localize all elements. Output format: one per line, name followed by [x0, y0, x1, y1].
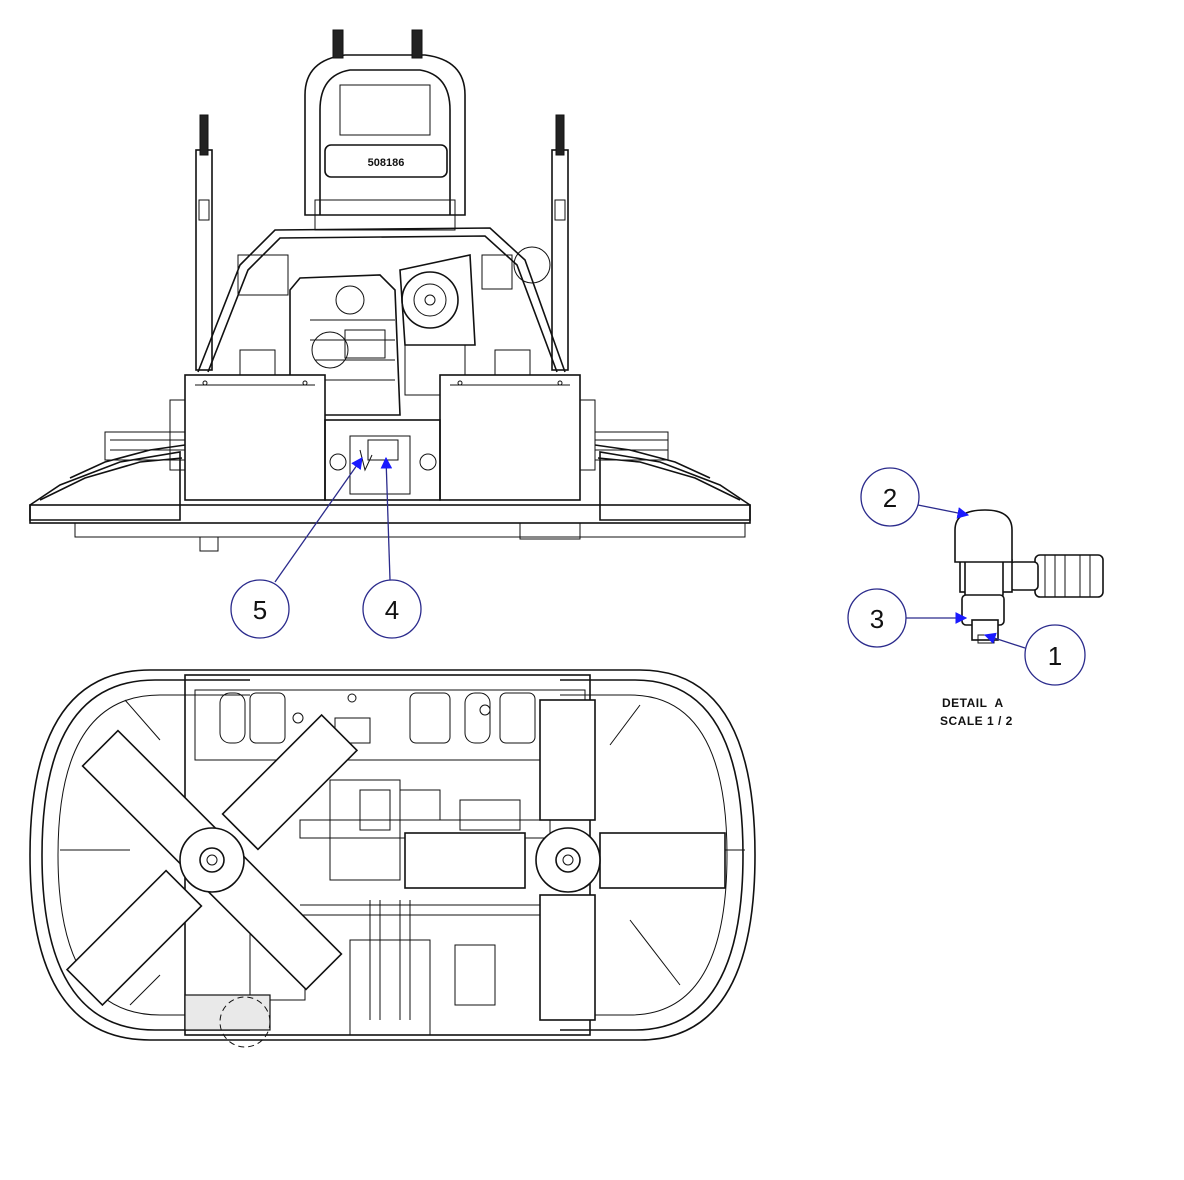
- seat-label: 508186: [368, 157, 405, 169]
- balloon-5-label: 5: [253, 595, 267, 625]
- balloon-3: 3: [847, 588, 968, 648]
- detail-a-fitting: [954, 509, 1104, 644]
- balloon-1: 1: [983, 624, 1086, 686]
- detail-scale: SCALE 1 / 2: [940, 714, 1013, 728]
- balloon-2: 2: [860, 467, 970, 527]
- balloon-4: 4: [362, 456, 422, 639]
- balloon-4-label: 4: [385, 595, 399, 625]
- detail-title: DETAIL A: [942, 696, 1004, 710]
- front-view: 508186: [29, 29, 751, 552]
- balloon-2-label: 2: [883, 483, 897, 513]
- balloon-3-label: 3: [870, 604, 884, 634]
- balloon-5: 5: [230, 457, 363, 639]
- balloon-1-label: 1: [1048, 641, 1062, 671]
- top-view: [29, 669, 756, 1048]
